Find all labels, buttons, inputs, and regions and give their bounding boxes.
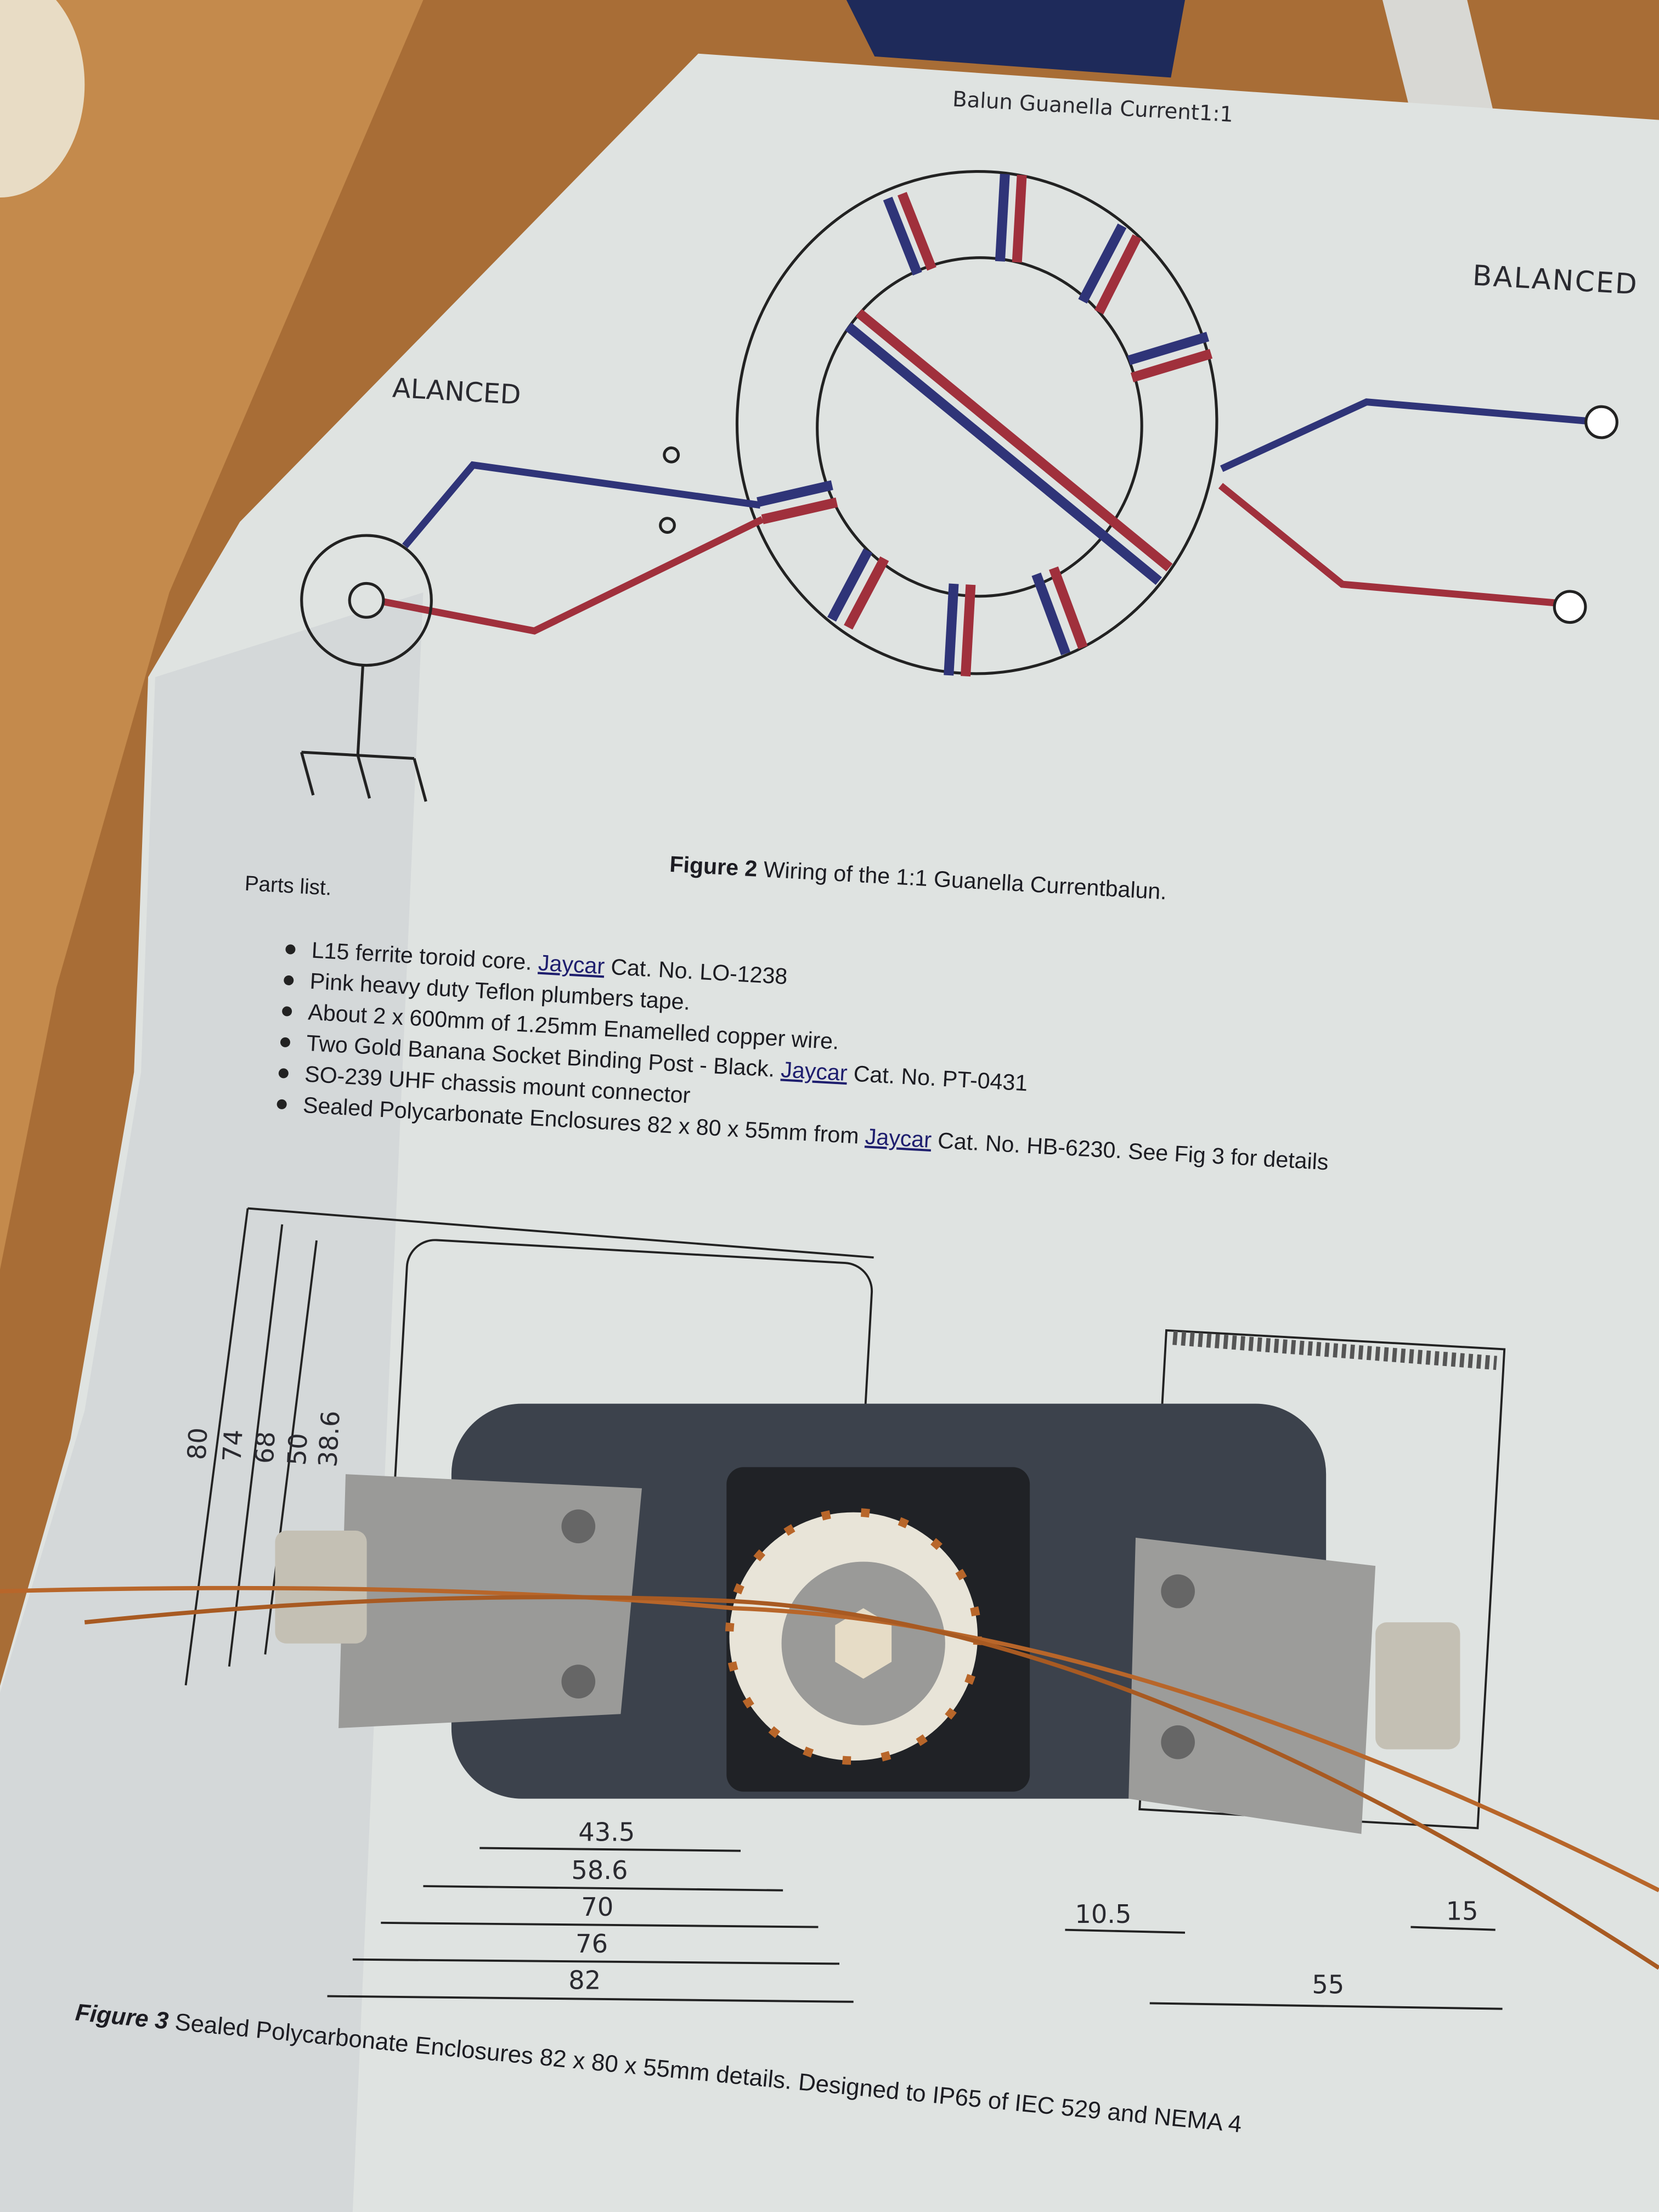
svg-text:80: 80 [182, 1427, 213, 1461]
figure2-label: Figure 2 [669, 851, 758, 882]
dim-58-6: 58.6 [571, 1855, 628, 1885]
jaycar-link[interactable]: Jaycar [780, 1057, 848, 1086]
dimension-labels: 43.5 58.6 70 76 82 10.5 15 55 [568, 1818, 1478, 2000]
vertical-dimension-labels: 80 74 68 50 38.6 [182, 1410, 346, 1468]
blue-object [846, 0, 1185, 78]
svg-text:38.6: 38.6 [313, 1410, 346, 1468]
terminal-bottom [1553, 590, 1587, 624]
dim-43-5: 43.5 [578, 1818, 635, 1847]
svg-text:10.5: 10.5 [1075, 1899, 1131, 1929]
label-unbalanced: ALANCED [392, 373, 522, 411]
svg-text:74: 74 [217, 1429, 249, 1463]
nylon-bolt [835, 1608, 892, 1679]
jaycar-link[interactable]: Jaycar [538, 950, 606, 979]
horizontal-dimension-lines [327, 1847, 1503, 2010]
mug-edge [0, 0, 85, 198]
connector-bracket-right [1128, 1537, 1376, 1834]
paper-strip [1383, 0, 1496, 120]
copper-wire [0, 1585, 1659, 1893]
svg-text:15: 15 [1446, 1897, 1479, 1926]
balun-assembly [0, 1403, 1659, 1970]
terminal-top [1584, 405, 1618, 439]
svg-text:55: 55 [1312, 1970, 1344, 1999]
svg-text:76: 76 [575, 1929, 608, 1959]
paper-shadow [0, 592, 424, 2212]
table-highlight [0, 0, 424, 1270]
parts-list-heading: Parts list. [244, 872, 332, 900]
so239-connector [1375, 1622, 1460, 1750]
ground-icon [300, 665, 427, 802]
copper-wire [84, 1595, 1659, 1970]
toroid-diagram [300, 170, 1618, 802]
svg-text:82: 82 [568, 1966, 601, 1995]
svg-text:L15 ferrite toroid core. Jayca: L15 ferrite toroid core. Jaycar Cat. No.… [311, 938, 788, 989]
svg-text:68: 68 [250, 1431, 281, 1465]
svg-text:50: 50 [282, 1432, 313, 1466]
jaycar-link[interactable]: Jaycar [865, 1124, 933, 1153]
list-item: L15 ferrite toroid core. Jaycar Cat. No.… [285, 938, 788, 989]
svg-text:70: 70 [581, 1892, 613, 1922]
